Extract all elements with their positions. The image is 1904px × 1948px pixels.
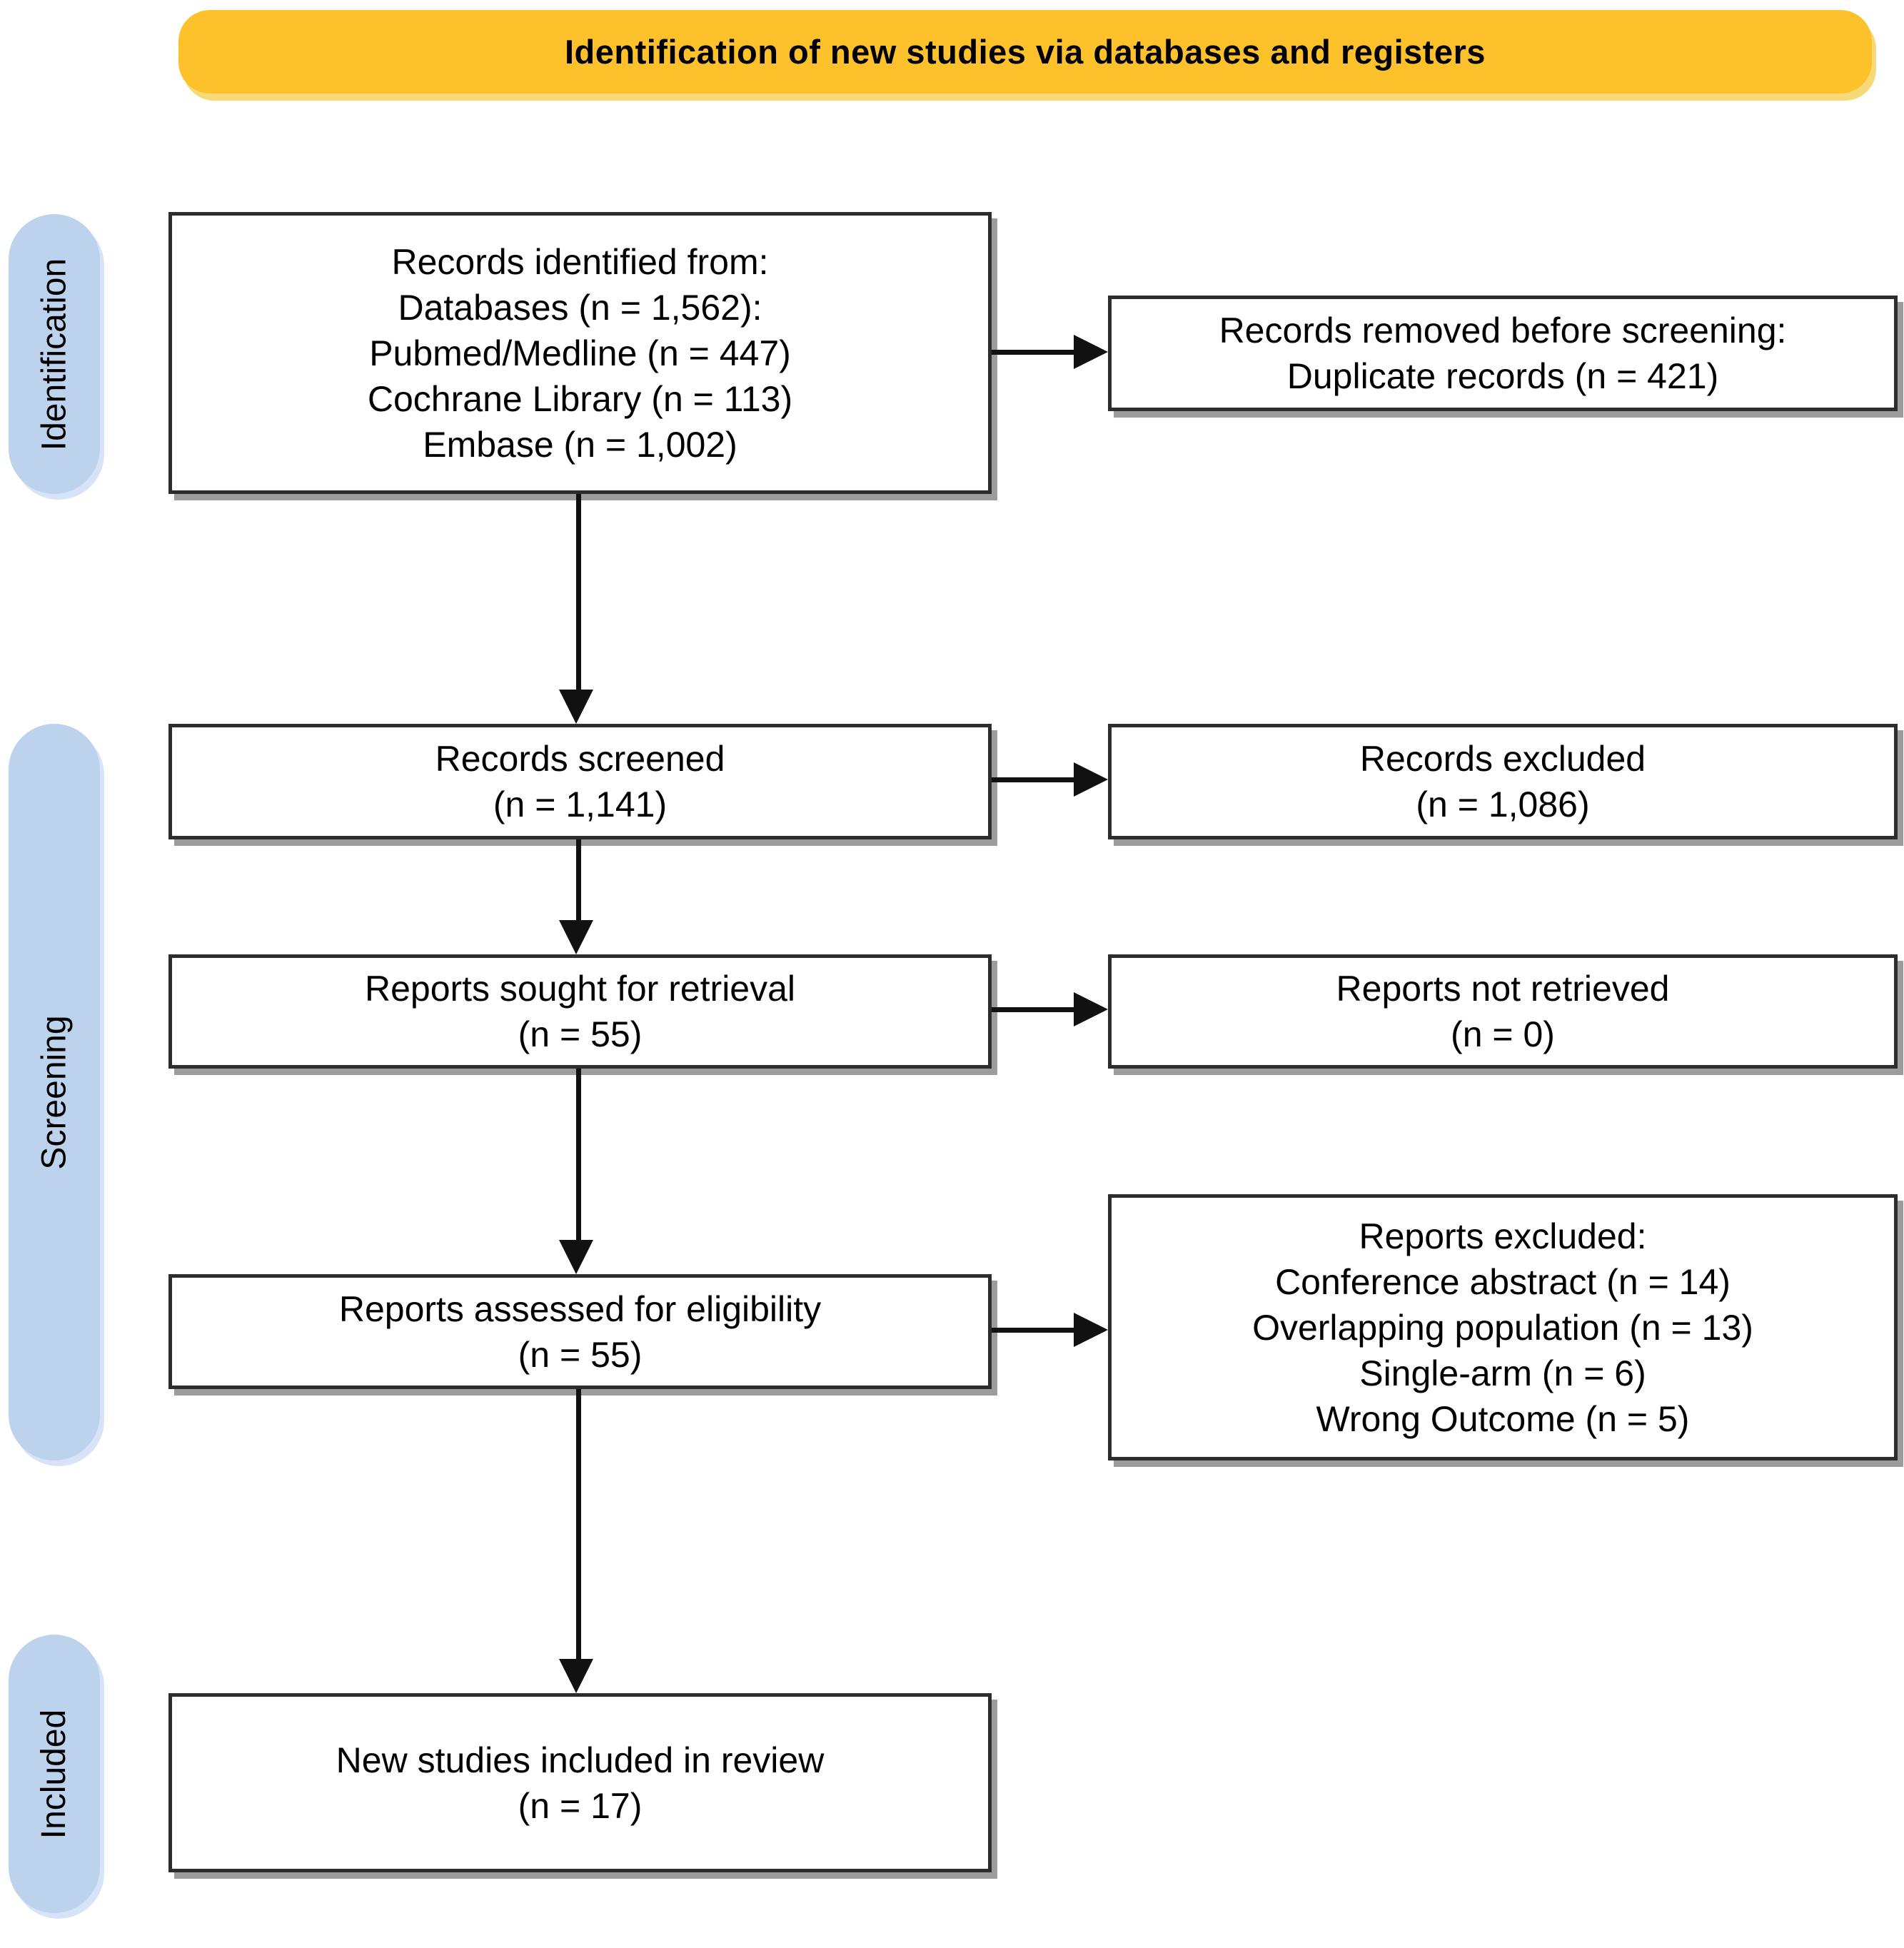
box-line: (n = 17)	[518, 1785, 643, 1826]
box-records-identified: Records identified from: Databases (n = …	[168, 212, 992, 494]
box-line: Records identified from:	[391, 241, 769, 282]
arrow-identified-to-screened-line	[576, 494, 581, 692]
box-reports-excluded: Reports excluded: Conference abstract (n…	[1108, 1194, 1898, 1460]
box-line: (n = 0)	[1451, 1014, 1555, 1054]
box-line: Duplicate records (n = 421)	[1286, 356, 1719, 396]
banner: Identification of new studies via databa…	[178, 10, 1872, 94]
box-line: (n = 1,086)	[1416, 784, 1590, 824]
box-line: (n = 1,141)	[493, 784, 668, 824]
box-line: Reports assessed for eligibility	[338, 1288, 822, 1329]
arrow-identified-to-removed-line	[992, 350, 1076, 355]
box-line: Overlapping population (n = 13)	[1252, 1307, 1753, 1348]
box-line: Cochrane Library (n = 113)	[367, 378, 793, 419]
box-reports-sought: Reports sought for retrieval (n = 55)	[168, 954, 992, 1069]
box-line: Wrong Outcome (n = 5)	[1316, 1398, 1690, 1439]
arrow-screened-to-sought-line	[576, 839, 581, 922]
arrow-assessed-to-included-line	[576, 1389, 581, 1660]
box-line: (n = 55)	[518, 1334, 643, 1375]
arrow-assessed-to-included-head	[559, 1659, 593, 1693]
box-line: Records removed before screening:	[1219, 311, 1787, 350]
stage-included: Included	[9, 1635, 100, 1913]
arrow-sought-to-assessed-head	[559, 1240, 593, 1274]
arrow-identified-to-removed-head	[1074, 335, 1108, 369]
box-new-studies-included: New studies included in review (n = 17)	[168, 1693, 992, 1872]
arrow-sought-to-notretrieved-line	[992, 1007, 1076, 1012]
box-line: (n = 55)	[518, 1014, 643, 1054]
arrow-sought-to-assessed-line	[576, 1069, 581, 1241]
stage-identification: Identification	[9, 214, 100, 494]
stage-identification-label: Identification	[35, 258, 74, 450]
box-line: Conference abstract (n = 14)	[1275, 1261, 1731, 1302]
arrow-assessed-to-excluded-line	[992, 1328, 1076, 1333]
arrow-assessed-to-excluded-head	[1074, 1313, 1108, 1347]
box-records-removed: Records removed before screening: Duplic…	[1108, 296, 1898, 411]
box-reports-not-retrieved: Reports not retrieved (n = 0)	[1108, 954, 1898, 1069]
box-line: New studies included in review	[336, 1740, 825, 1780]
box-records-excluded: Records excluded (n = 1,086)	[1108, 724, 1898, 839]
stage-screening-label: Screening	[35, 1014, 74, 1170]
arrow-identified-to-screened-head	[559, 690, 593, 724]
box-line: Records screened	[435, 739, 725, 779]
stage-screening: Screening	[9, 724, 100, 1460]
arrow-screened-to-excluded-head	[1074, 762, 1108, 797]
arrow-sought-to-notretrieved-head	[1074, 992, 1108, 1026]
box-line: Reports sought for retrieval	[364, 969, 796, 1009]
box-line: Single-arm (n = 6)	[1359, 1353, 1646, 1393]
arrow-screened-to-excluded-line	[992, 777, 1076, 782]
stage-included-label: Included	[35, 1709, 74, 1839]
box-line: Reports excluded:	[1359, 1216, 1647, 1256]
box-reports-assessed: Reports assessed for eligibility (n = 55…	[168, 1274, 992, 1389]
box-line: Embase (n = 1,002)	[423, 424, 737, 465]
box-line: Records excluded	[1359, 739, 1646, 779]
box-records-screened: Records screened (n = 1,141)	[168, 724, 992, 839]
box-line: Databases (n = 1,562):	[398, 287, 762, 328]
box-line: Reports not retrieved	[1336, 969, 1670, 1009]
banner-title: Identification of new studies via databa…	[564, 33, 1486, 71]
arrow-screened-to-sought-head	[559, 920, 593, 954]
box-line: Pubmed/Medline (n = 447)	[369, 333, 791, 373]
